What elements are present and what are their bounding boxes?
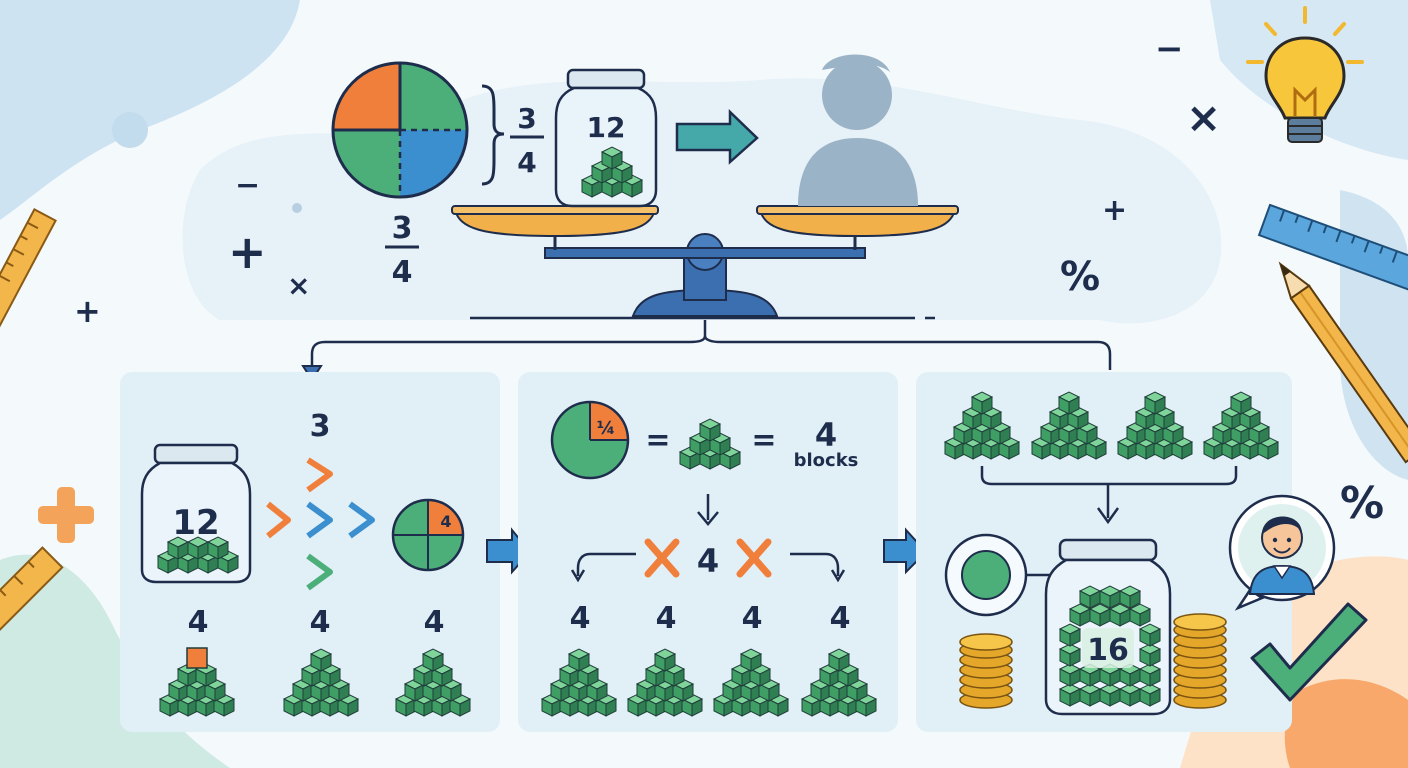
arrow-down-icon: [697, 494, 719, 526]
pie-fraction-numerator: 3: [392, 211, 413, 246]
balance-scale: [451, 205, 959, 317]
quarter-pie: [550, 400, 630, 480]
quarter-pie: [391, 498, 465, 572]
ruler-icon: [0, 208, 57, 364]
jar-icon: [1044, 538, 1172, 716]
person-silhouette-icon: [798, 54, 918, 206]
svg-text:−: −: [1155, 29, 1184, 69]
block-unit-label: blocks: [794, 450, 859, 471]
svg-text:=: =: [751, 423, 776, 458]
top-scene: 3 4 3 4 12: [331, 54, 959, 320]
plus-icon: [38, 487, 94, 543]
block-count-label: 4: [815, 416, 837, 454]
svg-text:×: ×: [1186, 93, 1221, 142]
group-count: 4: [310, 605, 331, 640]
svg-text:−: −: [235, 168, 260, 203]
pie-fraction-denominator: 4: [392, 255, 413, 290]
connector-lines: [301, 320, 1112, 382]
fraction-pie: [331, 61, 469, 199]
group-count: 4: [742, 601, 763, 636]
arrow-down-left-icon: [570, 552, 636, 583]
brace-fraction-numerator: 3: [517, 102, 536, 135]
jar-count-label: 12: [172, 503, 219, 543]
group-count: 4: [656, 601, 677, 636]
ruler-icon: [0, 546, 64, 725]
svg-text:+: +: [1102, 193, 1127, 228]
split-count-label: 3: [310, 409, 331, 444]
multiply-icon: [644, 538, 772, 578]
svg-text:+: +: [228, 225, 267, 279]
group-count: 4: [570, 601, 591, 636]
arrow-down-right-icon: [790, 552, 846, 583]
checkmark-icon: [1250, 602, 1368, 702]
jar-total-label: 16: [1087, 633, 1129, 668]
svg-text:%: %: [1060, 254, 1100, 300]
circle-marker: [944, 533, 1058, 617]
cube-stack: [159, 647, 235, 717]
svg-text:%: %: [1340, 478, 1384, 529]
svg-text:+: +: [74, 292, 101, 330]
arrow-right-icon: [675, 109, 759, 165]
jar-count-label: 12: [587, 111, 626, 144]
lightbulb-icon: [1246, 6, 1364, 143]
chevron-right-icon: [266, 457, 375, 591]
merge-arrow: [980, 466, 1238, 525]
coin-stack: [1173, 613, 1227, 709]
multiplier-label: 4: [697, 542, 719, 580]
svg-text:×: ×: [287, 269, 310, 302]
pencil-icon: [1278, 261, 1408, 464]
group-count: 4: [830, 601, 851, 636]
ruler-icon: [1257, 203, 1408, 292]
coin-stack: [959, 633, 1013, 709]
brace-fraction-denominator: 4: [517, 146, 536, 179]
svg-text:=: =: [645, 423, 670, 458]
quarter-label: 4: [440, 512, 451, 531]
jar-icon: [140, 443, 252, 584]
group-count: 4: [188, 605, 209, 640]
avatar: [1228, 494, 1336, 611]
group-count: 4: [424, 605, 445, 640]
quarter-label: ¼: [597, 418, 616, 439]
brace: [481, 84, 505, 186]
jar-icon: [554, 68, 658, 208]
